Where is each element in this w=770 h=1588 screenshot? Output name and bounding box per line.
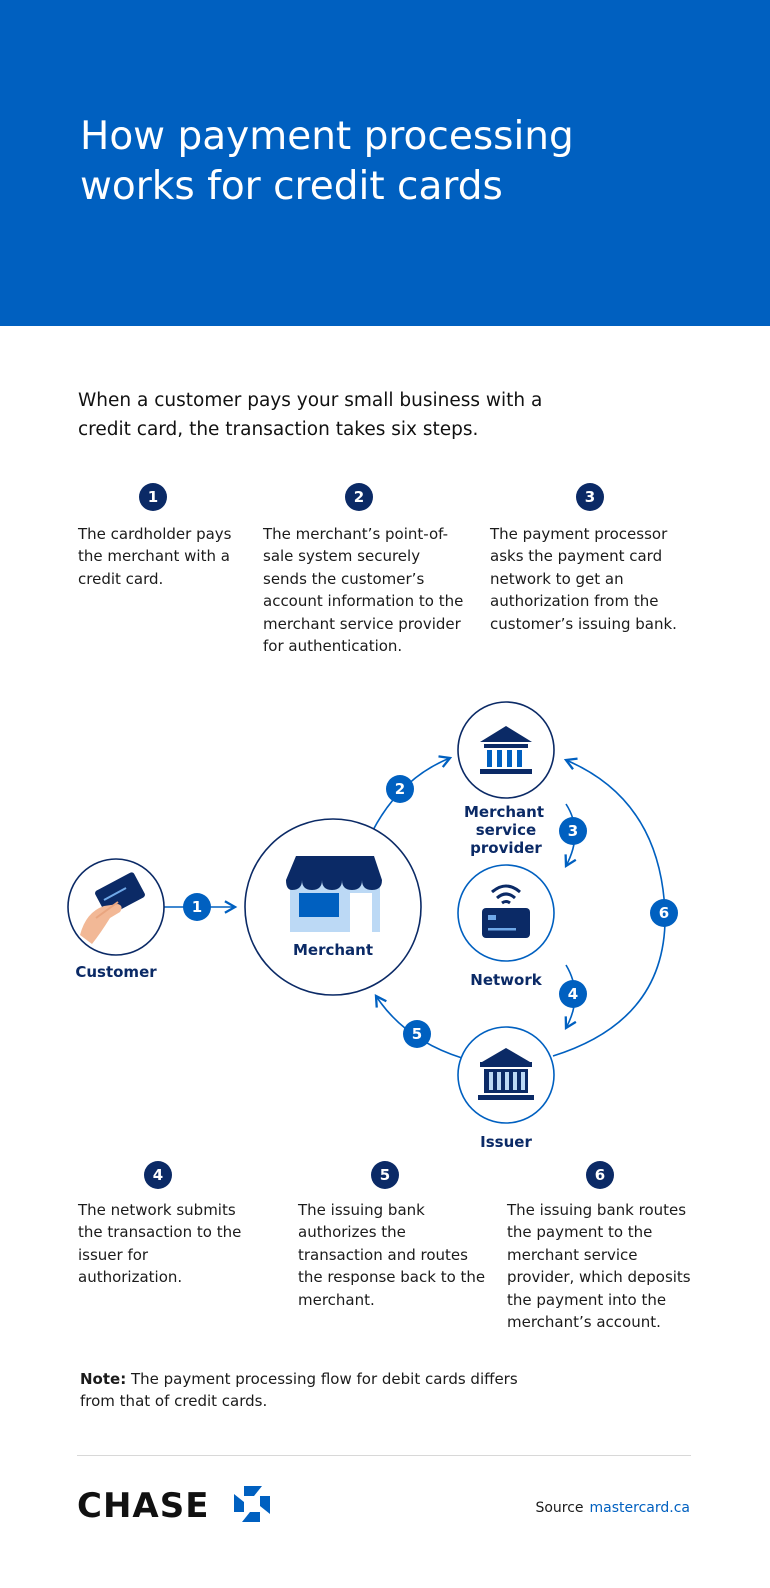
flow-badge-1: 1 <box>183 893 211 921</box>
step-2-text: The merchant’s point-of-sale system secu… <box>263 525 464 656</box>
footer-divider <box>77 1455 691 1456</box>
merchant-label: Merchant <box>293 941 373 959</box>
note: Note: The payment processing flow for de… <box>80 1368 530 1413</box>
note-label: Note: <box>80 1370 127 1388</box>
logo-wordmark: CHASE <box>77 1486 210 1526</box>
intro-text: When a customer pays your small business… <box>78 390 543 440</box>
source-label: Source <box>535 1500 584 1516</box>
flow-badge-4: 4 <box>559 980 587 1008</box>
issuer-label: Issuer <box>480 1133 532 1151</box>
issuing-bank-icon <box>478 1048 534 1100</box>
step-2-badge: 2 <box>345 483 373 511</box>
flow-badge-3: 3 <box>559 817 587 845</box>
merchant-service-provider-node: Merchant service provider <box>457 701 555 857</box>
storefront-icon <box>286 856 382 932</box>
wireless-card-icon <box>482 884 530 938</box>
header-banner: How payment processing works for credit … <box>0 0 770 326</box>
note-text: The payment processing flow for debit ca… <box>80 1370 518 1411</box>
credit-card-hand-icon <box>80 872 145 944</box>
svg-text:1: 1 <box>192 898 202 916</box>
page-title: How payment processing works for credit … <box>80 114 574 209</box>
network-label: Network <box>470 971 542 989</box>
svg-text:6: 6 <box>659 904 669 922</box>
merchant-node: Merchant <box>244 818 422 996</box>
step-1-text: The cardholder pays the merchant with a … <box>78 525 232 588</box>
step-5-text: The issuing bank authorizes the transact… <box>298 1201 486 1309</box>
msp-label-line1: Merchant <box>464 803 544 821</box>
flow-badge-5: 5 <box>403 1020 431 1048</box>
source-credit: Source mastercard.ca <box>535 1500 690 1516</box>
step-4-text: The network submits the transaction to t… <box>78 1201 242 1287</box>
step-3-badge: 3 <box>576 483 604 511</box>
customer-label: Customer <box>75 963 157 981</box>
chase-octagon-icon <box>234 1486 270 1522</box>
step-3-text: The payment processor asks the payment c… <box>490 525 677 633</box>
customer-node: Customer <box>67 858 165 981</box>
network-node: Network <box>457 864 555 989</box>
issuer-node: Issuer <box>457 1026 555 1151</box>
flow-badge-2: 2 <box>386 775 414 803</box>
step-4-badge: 4 <box>144 1161 172 1189</box>
svg-text:5: 5 <box>412 1025 422 1043</box>
payment-flow-diagram: Customer Merchant Merchant service provi… <box>67 701 678 1151</box>
flow-badge-6: 6 <box>650 899 678 927</box>
arrow-step-6 <box>552 757 666 1057</box>
step-5-badge: 5 <box>371 1161 399 1189</box>
svg-text:3: 3 <box>568 822 578 840</box>
svg-text:2: 2 <box>395 780 405 798</box>
msp-label-line3: provider <box>470 839 542 857</box>
step-1-badge: 1 <box>139 483 167 511</box>
svg-text:4: 4 <box>568 985 578 1003</box>
bank-building-icon <box>480 726 532 774</box>
msp-label-line2: service <box>476 821 536 839</box>
source-link[interactable]: mastercard.ca <box>589 1500 690 1516</box>
step-6-text: The issuing bank routes the payment to t… <box>507 1201 691 1332</box>
step-6-badge: 6 <box>586 1161 614 1189</box>
